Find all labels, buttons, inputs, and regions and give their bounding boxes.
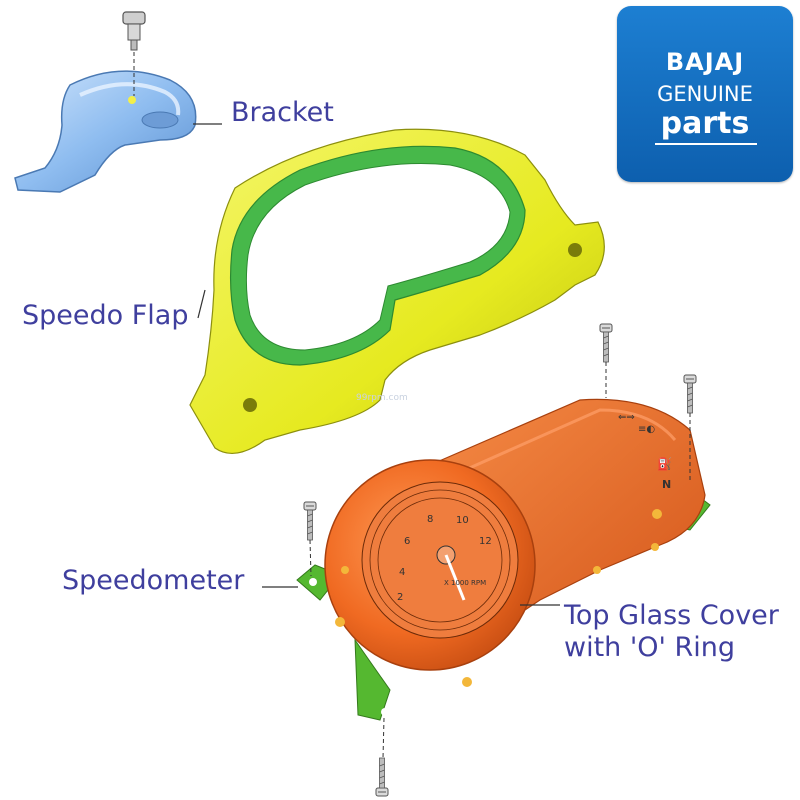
speedometer-screw-top bbox=[599, 323, 613, 363]
gauge-tick-2: 2 bbox=[397, 592, 403, 603]
gauge-tick-6: 6 bbox=[404, 536, 410, 547]
svg-text:⛽: ⛽ bbox=[657, 457, 672, 471]
gauge-tick-4: 4 bbox=[399, 567, 405, 578]
speedo-flap-label: Speedo Flap bbox=[22, 300, 189, 331]
gauge-tick-10: 10 bbox=[456, 515, 469, 526]
logo-parts: parts bbox=[660, 106, 750, 141]
gauge-unit: X 1000 RPM bbox=[444, 579, 486, 587]
speedometer-screw-left bbox=[303, 501, 317, 541]
svg-text:⇐⇒: ⇐⇒ bbox=[618, 412, 635, 423]
logo-brand: BAJAJ bbox=[665, 48, 745, 76]
bracket-part bbox=[14, 70, 197, 193]
screw-guide-bottom bbox=[382, 717, 385, 759]
speedometer-screw-right bbox=[683, 374, 697, 414]
glass-cover-label: Top Glass Cover with 'O' Ring bbox=[564, 600, 779, 664]
logo-underline bbox=[655, 143, 757, 145]
glass-cover-label-line1: Top Glass Cover bbox=[564, 600, 779, 631]
svg-text:≡◐: ≡◐ bbox=[638, 424, 655, 435]
watermark: 99rpm.com bbox=[356, 393, 408, 403]
speedo-flap-leader bbox=[197, 289, 206, 319]
bajaj-genuine-parts-logo: BAJAJ GENUINE parts bbox=[617, 6, 793, 182]
speedometer-part: ⇐⇒ ≡◐ ⛽ N bbox=[296, 398, 711, 721]
glass-cover-label-line2: with 'O' Ring bbox=[564, 632, 736, 663]
speedometer-screw-bottom bbox=[375, 757, 389, 797]
gauge-tick-12: 12 bbox=[479, 536, 492, 547]
screw-guide-left bbox=[309, 539, 312, 577]
speedometer-label: Speedometer bbox=[62, 565, 245, 596]
gauge-tick-8: 8 bbox=[427, 514, 433, 525]
logo-genuine: GENUINE bbox=[657, 82, 753, 106]
bracket-label: Bracket bbox=[231, 97, 334, 128]
bracket-screw bbox=[122, 11, 146, 51]
speedo-flap-part bbox=[189, 128, 605, 455]
svg-text:N: N bbox=[662, 478, 671, 491]
gauge-needle bbox=[444, 554, 466, 601]
